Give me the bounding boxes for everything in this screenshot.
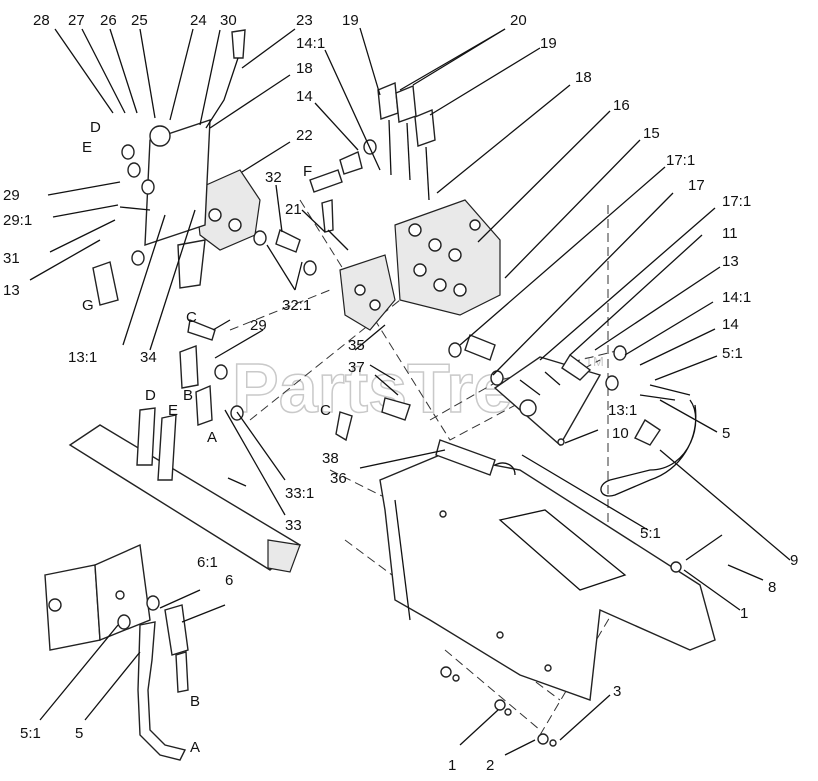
callout-c26: 26 xyxy=(100,12,117,29)
callout-c22: 22 xyxy=(296,127,313,144)
callout-c17-1a: 17:1 xyxy=(666,152,695,169)
callout-cC2: C xyxy=(186,309,197,326)
control-valve-stack xyxy=(394,199,501,316)
callout-c6-1: 6:1 xyxy=(197,554,218,571)
callout-c13-1a: 13:1 xyxy=(608,402,637,419)
lever-handles xyxy=(205,29,349,251)
callout-c37: 37 xyxy=(348,359,365,376)
callout-cC1: C xyxy=(320,402,331,419)
callout-c31: 31 xyxy=(3,250,20,267)
callout-cF: F xyxy=(303,163,312,180)
callout-cB1: B xyxy=(190,693,200,710)
callout-c18b: 18 xyxy=(575,69,592,86)
callout-c28: 28 xyxy=(33,12,50,29)
hydraulic-tube xyxy=(68,424,302,573)
fittings xyxy=(92,151,723,761)
callout-c11: 11 xyxy=(722,225,738,242)
callout-c29-1: 29:1 xyxy=(3,212,32,229)
callout-c38: 38 xyxy=(322,450,339,467)
callout-c23: 23 xyxy=(296,12,313,29)
callout-c5a: 5 xyxy=(722,425,730,442)
callout-c14-1a: 14:1 xyxy=(296,35,325,52)
hydraulic-pump xyxy=(44,543,151,651)
center-valve-body xyxy=(339,254,396,331)
callout-c21: 21 xyxy=(285,201,302,218)
callout-c34: 34 xyxy=(140,349,157,366)
callout-c35: 35 xyxy=(348,337,365,354)
callout-c5-1b: 5:1 xyxy=(20,725,41,742)
valve-handles xyxy=(377,81,436,201)
callout-cA2: A xyxy=(207,429,217,446)
callout-cE1: E xyxy=(168,402,178,419)
callout-cB2: B xyxy=(183,387,193,404)
callout-c36: 36 xyxy=(330,470,347,487)
callout-c32-1: 32:1 xyxy=(282,297,311,314)
callout-cD2: D xyxy=(90,119,101,136)
callout-c20: 20 xyxy=(510,12,527,29)
callout-c18a: 18 xyxy=(296,60,313,77)
callout-c14a: 14 xyxy=(296,88,313,105)
pipe-assembly xyxy=(600,384,697,497)
callout-c14-1b: 14:1 xyxy=(722,289,751,306)
callout-cE2: E xyxy=(82,139,92,156)
callout-c29a: 29 xyxy=(250,317,267,334)
callout-c13-1b: 13:1 xyxy=(68,349,97,366)
callout-c6: 6 xyxy=(225,572,233,589)
callout-c5b: 5 xyxy=(75,725,83,742)
callout-cA1: A xyxy=(190,739,200,756)
callout-c1a: 1 xyxy=(740,605,748,622)
callout-c30: 30 xyxy=(220,12,237,29)
callout-c32: 32 xyxy=(265,169,282,186)
callout-c13b: 13 xyxy=(3,282,20,299)
callout-c5-1c: 5:1 xyxy=(640,525,661,542)
frame-plate xyxy=(379,454,716,701)
callout-c5-1a: 5:1 xyxy=(722,345,743,362)
callout-c24: 24 xyxy=(190,12,207,29)
callout-c17-1b: 17:1 xyxy=(722,193,751,210)
callout-c8: 8 xyxy=(768,579,776,596)
callout-c19b: 19 xyxy=(540,35,557,52)
callout-c9: 9 xyxy=(790,552,798,569)
callout-c33-1: 33:1 xyxy=(285,485,314,502)
callout-c15: 15 xyxy=(643,125,660,142)
callout-cG: G xyxy=(82,297,94,314)
callout-c29b: 29 xyxy=(3,187,20,204)
callout-c19a: 19 xyxy=(342,12,359,29)
callout-c17: 17 xyxy=(688,177,705,194)
callout-c33: 33 xyxy=(285,517,302,534)
callout-c14b: 14 xyxy=(722,316,739,333)
callout-c16: 16 xyxy=(613,97,630,114)
control-plate xyxy=(493,356,602,447)
callout-c27: 27 xyxy=(68,12,85,29)
callout-c2: 2 xyxy=(486,757,494,774)
callout-c13a: 13 xyxy=(722,253,739,270)
callout-c1b: 1 xyxy=(448,757,456,774)
callout-cD1: D xyxy=(145,387,156,404)
callout-c3: 3 xyxy=(613,683,621,700)
callout-c10: 10 xyxy=(612,425,629,442)
leader-lines xyxy=(29,27,791,756)
callout-c25: 25 xyxy=(131,12,148,29)
